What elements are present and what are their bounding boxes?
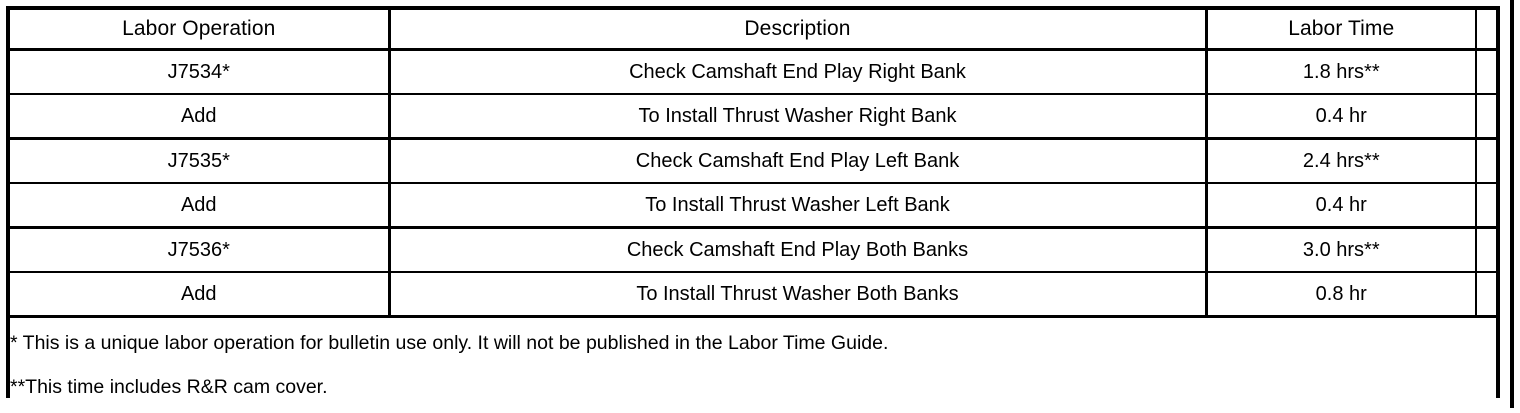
cell-labor-operation: Add: [10, 272, 389, 317]
cell-description: Check Camshaft End Play Both Banks: [389, 228, 1206, 273]
column-header-labor-time: Labor Time: [1206, 10, 1476, 50]
cell-labor-operation: Add: [10, 94, 389, 139]
cell-description: To Install Thrust Washer Left Bank: [389, 183, 1206, 228]
footnotes-cell: * This is a unique labor operation for b…: [10, 317, 1496, 413]
column-header-description: Description: [389, 10, 1206, 50]
page-edge-rule: [1510, 0, 1514, 408]
table-row: J7536* Check Camshaft End Play Both Bank…: [10, 228, 1496, 273]
table-footnotes-row: * This is a unique labor operation for b…: [10, 317, 1496, 413]
table-row: J7535* Check Camshaft End Play Left Bank…: [10, 139, 1496, 184]
cell-labor-time: 0.4 hr: [1206, 183, 1476, 228]
table-header-row: Labor Operation Description Labor Time: [10, 10, 1496, 50]
cell-spacer: [1476, 50, 1496, 95]
cell-spacer: [1476, 272, 1496, 317]
footnote-spacer: [10, 355, 1496, 377]
cell-labor-time: 0.4 hr: [1206, 94, 1476, 139]
cell-labor-operation: J7536*: [10, 228, 389, 273]
table-row: Add To Install Thrust Washer Both Banks …: [10, 272, 1496, 317]
labor-operations-table: Labor Operation Description Labor Time J…: [10, 10, 1496, 413]
column-header-spacer: [1476, 10, 1496, 50]
cell-labor-operation: J7534*: [10, 50, 389, 95]
column-header-labor-operation: Labor Operation: [10, 10, 389, 50]
table-row: Add To Install Thrust Washer Right Bank …: [10, 94, 1496, 139]
cell-labor-operation: J7535*: [10, 139, 389, 184]
cell-description: Check Camshaft End Play Left Bank: [389, 139, 1206, 184]
cell-description: To Install Thrust Washer Right Bank: [389, 94, 1206, 139]
cell-labor-time: 1.8 hrs**: [1206, 50, 1476, 95]
footnote-double-asterisk: **This time includes R&R cam cover.: [10, 377, 1496, 398]
table-row: Add To Install Thrust Washer Left Bank 0…: [10, 183, 1496, 228]
footnote-single-asterisk: * This is a unique labor operation for b…: [10, 333, 1496, 354]
cell-spacer: [1476, 228, 1496, 273]
cell-labor-operation: Add: [10, 183, 389, 228]
cell-spacer: [1476, 139, 1496, 184]
cell-description: Check Camshaft End Play Right Bank: [389, 50, 1206, 95]
cell-spacer: [1476, 94, 1496, 139]
cell-labor-time: 3.0 hrs**: [1206, 228, 1476, 273]
cell-spacer: [1476, 183, 1496, 228]
cell-description: To Install Thrust Washer Both Banks: [389, 272, 1206, 317]
cell-labor-time: 2.4 hrs**: [1206, 139, 1476, 184]
table-row: J7534* Check Camshaft End Play Right Ban…: [10, 50, 1496, 95]
labor-operations-table-container: Labor Operation Description Labor Time J…: [6, 6, 1500, 398]
cell-labor-time: 0.8 hr: [1206, 272, 1476, 317]
